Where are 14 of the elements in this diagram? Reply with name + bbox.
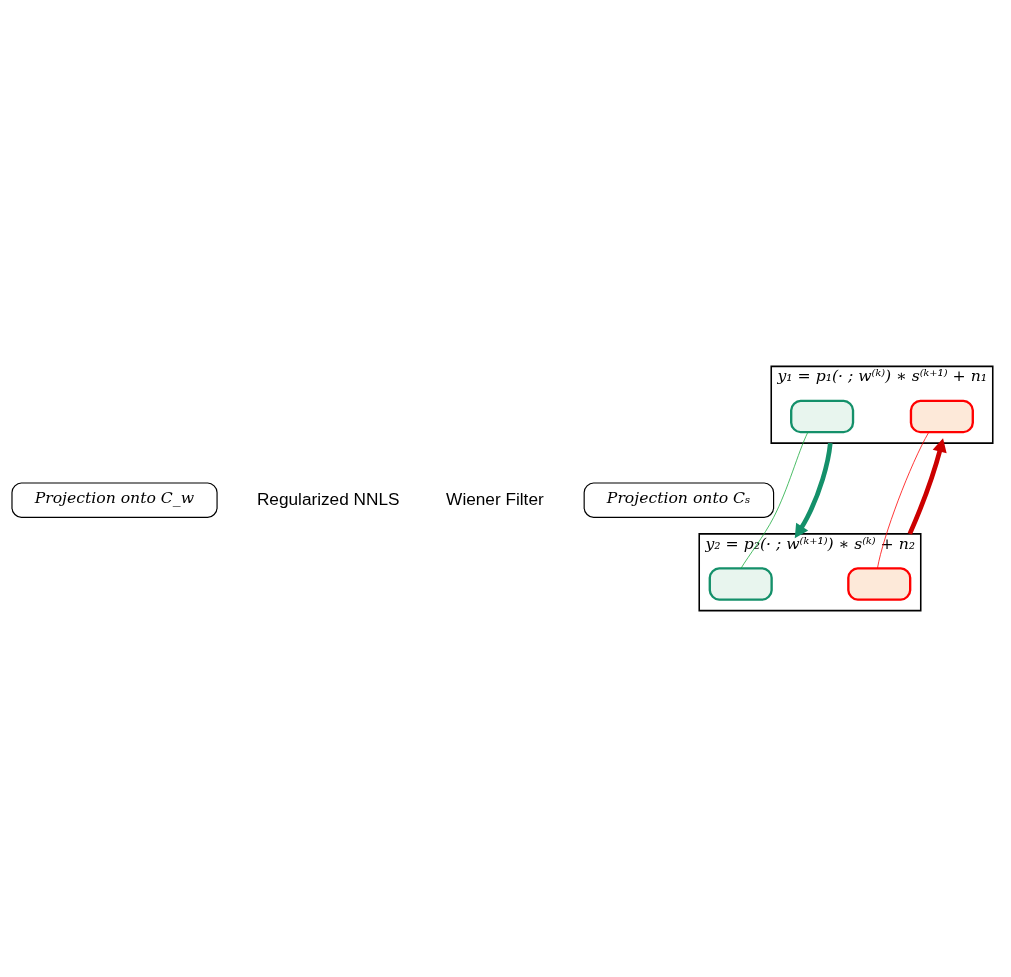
node-box <box>790 399 855 434</box>
cluster: y₁ = p₁(· ; w⁽ᵏ⁾) ∗ s⁽ᵏ⁺¹⁾ + n₁ <box>770 365 994 444</box>
node-box <box>708 567 773 601</box>
connector <box>740 432 809 569</box>
node-box <box>847 567 912 601</box>
arrow <box>794 442 833 539</box>
label: Wiener Filter <box>446 488 544 509</box>
arrow <box>907 438 947 535</box>
label: Regularized NNLS <box>256 488 400 509</box>
node-box <box>909 399 974 434</box>
cluster: y₂ = p₂(· ; w⁽ᵏ⁺¹⁾) ∗ s⁽ᵏ⁾ + n₂ <box>698 533 922 612</box>
node-box: Projection onto Cₛ <box>583 482 775 519</box>
connector <box>877 431 930 569</box>
node-box: Projection onto C_w <box>11 482 218 519</box>
